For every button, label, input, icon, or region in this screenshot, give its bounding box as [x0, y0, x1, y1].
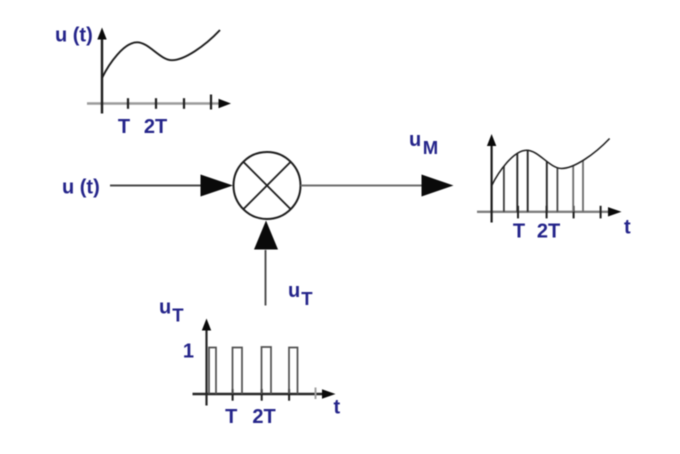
multiplier-cross-line-2 — [242, 161, 292, 210]
output-plot-x-axis-arrow-icon — [608, 207, 622, 217]
carrier-plot-ylabel-base: u — [159, 297, 171, 319]
modulated-output-plot: T 2T t — [477, 134, 631, 243]
carrier-pulse-1 — [208, 346, 217, 394]
carrier-flow-arrowhead-icon — [254, 220, 278, 250]
carrier-flow-label: uT — [288, 280, 313, 309]
carrier-pulse-4 — [288, 346, 299, 394]
carrier-flow-label-base: u — [288, 280, 300, 302]
carrier-plot-x-axis-arrow-icon — [322, 389, 336, 399]
carrier-flow: uT — [254, 220, 313, 309]
input-plot-x-axis-arrow-icon — [218, 98, 231, 109]
carrier-plot-xtick-label-T: T — [225, 406, 237, 428]
carrier-plot-xlabel: t — [334, 397, 341, 419]
input-flow-arrowhead-icon — [200, 174, 233, 197]
input-flow-label: u (t) — [62, 177, 100, 199]
input-flow: u (t) — [62, 174, 233, 199]
input-plot-xtick-label-2T: 2T — [144, 116, 167, 138]
output-envelope-curve — [490, 137, 611, 187]
carrier-pulse-3 — [260, 346, 272, 394]
output-plot-xlabel: t — [624, 217, 631, 239]
carrier-plot-ylabel-sub: T — [172, 305, 184, 326]
carrier-plot-xtick-label-2T: 2T — [252, 406, 275, 428]
carrier-plot-amplitude-label: 1 — [183, 341, 194, 363]
output-plot-y-axis-arrow-icon — [486, 134, 497, 146]
input-plot-xtick-label-T: T — [118, 116, 130, 138]
input-plot-y-axis-arrow-icon — [97, 27, 107, 40]
output-plot-xtick-label-T: T — [513, 221, 525, 243]
output-flow: uM — [300, 129, 454, 197]
input-signal-plot: u (t) T 2T — [55, 25, 231, 138]
multiplier-block — [232, 151, 302, 220]
carrier-pulse-2 — [231, 346, 243, 394]
carrier-pulse-train-plot: uT 1 T 2T t — [159, 297, 341, 429]
input-signal-curve — [101, 29, 221, 79]
output-flow-label-base: u — [409, 129, 421, 151]
output-plot-xtick-label-2T: 2T — [537, 221, 560, 243]
output-flow-arrowhead-icon — [421, 174, 454, 197]
carrier-flow-label-sub: T — [301, 288, 313, 309]
output-flow-label-sub: M — [423, 137, 438, 158]
output-flow-label: uM — [409, 129, 438, 158]
carrier-plot-ylabel: uT — [159, 297, 184, 326]
carrier-plot-y-axis-arrow-icon — [201, 318, 212, 331]
input-plot-ylabel: u (t) — [55, 25, 93, 47]
